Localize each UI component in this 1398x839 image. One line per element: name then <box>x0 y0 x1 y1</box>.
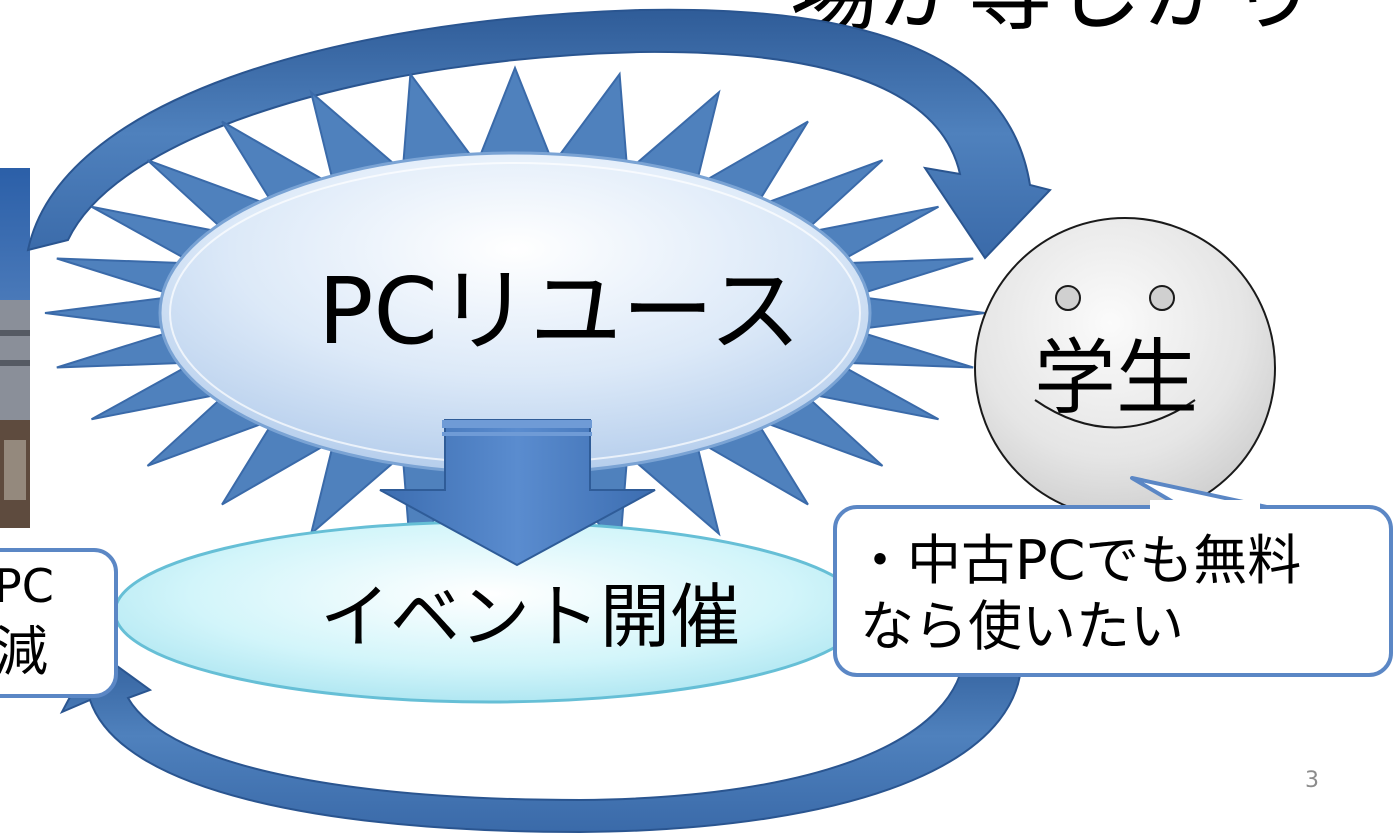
left-callout-line2: 減 <box>0 620 48 683</box>
student-label: 学生 <box>1034 331 1199 426</box>
student-face <box>974 217 1276 519</box>
student-callout-line2: なら使いたい <box>860 595 1184 658</box>
top-cycle-arrow <box>26 8 1052 260</box>
smile-icon <box>1034 399 1196 429</box>
reuse-label: PCリユース <box>318 258 802 365</box>
down-arrow <box>379 419 656 567</box>
right-eye-icon <box>1149 285 1175 311</box>
left-eye-icon <box>1055 285 1081 311</box>
slide-title-fragment: 場が等しかり <box>790 0 1318 36</box>
event-label: イベント開催 <box>320 576 740 658</box>
page-number: 3 <box>1305 768 1319 793</box>
bottom-cycle-arrow <box>59 638 1023 834</box>
student-callout-line1: ・中古PCでも無料 <box>853 529 1302 592</box>
student-callout <box>833 505 1393 677</box>
left-callout-line1: PC <box>0 559 54 613</box>
left-callout <box>0 548 118 698</box>
